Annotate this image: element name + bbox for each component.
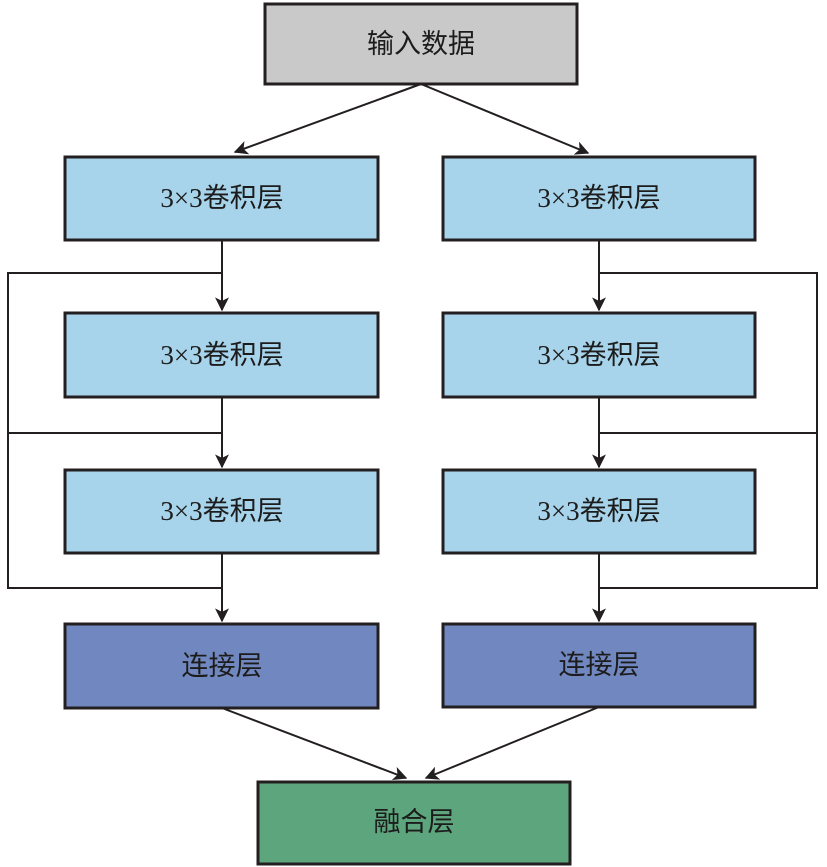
concat-left-label: 连接层 bbox=[182, 651, 263, 681]
conv-right-1-box bbox=[441, 155, 757, 242]
conv-right-2-box bbox=[441, 311, 757, 399]
conv-left-3-box bbox=[63, 468, 380, 555]
conv-left-2-box bbox=[63, 311, 380, 399]
node-fusion: 融合层 bbox=[256, 780, 572, 866]
conv-right-3-box bbox=[441, 468, 757, 555]
node-conv-right-3: 3×3卷积层 bbox=[441, 468, 757, 555]
node-concat-left: 连接层 bbox=[63, 622, 380, 710]
arrow-input-to-conv-left-1 bbox=[233, 83, 422, 155]
input-data-box bbox=[263, 2, 579, 86]
conv-left-1-label: 3×3卷积层 bbox=[160, 183, 283, 213]
concat-right-label: 连接层 bbox=[559, 650, 640, 680]
conv-right-1-label: 3×3卷积层 bbox=[537, 183, 660, 213]
node-conv-left-2: 3×3卷积层 bbox=[63, 311, 380, 399]
node-conv-right-1: 3×3卷积层 bbox=[441, 155, 757, 242]
arrow-concat-right-to-fusion bbox=[424, 706, 600, 780]
node-conv-left-3: 3×3卷积层 bbox=[63, 468, 380, 555]
skip-rail-left bbox=[7, 272, 222, 589]
arrow-input-to-conv-right-1 bbox=[420, 83, 590, 155]
node-conv-right-2: 3×3卷积层 bbox=[441, 311, 757, 399]
conv-right-2-label: 3×3卷积层 bbox=[537, 340, 660, 370]
conv-left-2-label: 3×3卷积层 bbox=[160, 340, 283, 370]
node-input-data: 输入数据 bbox=[263, 2, 579, 86]
input-data-label: 输入数据 bbox=[367, 29, 475, 59]
node-conv-left-1: 3×3卷积层 bbox=[63, 155, 380, 242]
arrow-concat-left-to-fusion bbox=[221, 707, 408, 781]
conv-left-1-box bbox=[63, 155, 380, 242]
concat-right-box bbox=[441, 622, 757, 709]
conv-right-3-label: 3×3卷积层 bbox=[537, 496, 660, 526]
fusion-box bbox=[256, 780, 572, 866]
conv-left-3-label: 3×3卷积层 bbox=[160, 496, 283, 526]
node-concat-right: 连接层 bbox=[441, 622, 757, 709]
connector-lines bbox=[7, 83, 818, 781]
concat-left-box bbox=[63, 622, 380, 710]
fusion-label: 融合层 bbox=[374, 807, 455, 837]
skip-rail-right bbox=[599, 272, 818, 589]
